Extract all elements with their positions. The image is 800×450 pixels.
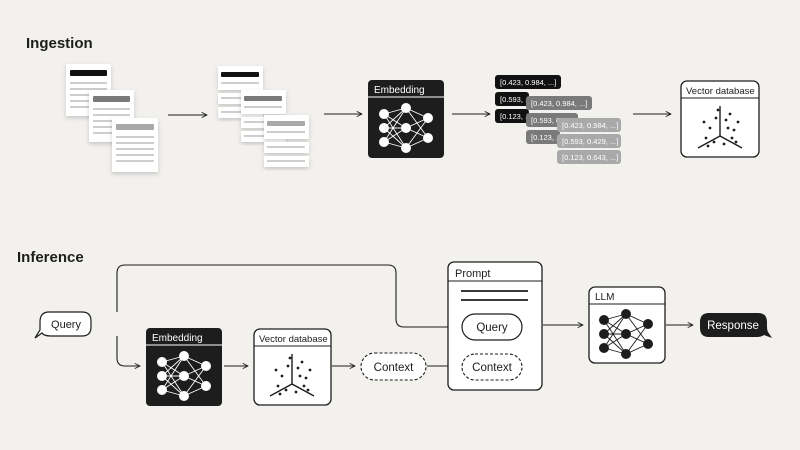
prompt-box: Prompt Query Context bbox=[447, 261, 543, 391]
prompt-query-pill bbox=[461, 313, 523, 341]
vector-3-3: [0.123, 0.643, ...] bbox=[562, 153, 618, 162]
vector-3-2: [0.593, 0.429, ...] bbox=[562, 137, 618, 146]
prompt-query-text: Query bbox=[476, 322, 508, 334]
context-text: Context bbox=[374, 362, 414, 374]
query-bubble: Query bbox=[34, 311, 92, 339]
vector-3-1: [0.423, 0.984, ...] bbox=[562, 121, 618, 130]
prompt-context-text: Context bbox=[472, 362, 512, 374]
vector-1-2: [0.593, ... bbox=[500, 95, 531, 104]
inference-embedding-box: Embedding bbox=[146, 328, 222, 406]
prompt-title: Prompt bbox=[455, 268, 490, 280]
llm-title: LLM bbox=[595, 292, 614, 303]
chunk-group-3 bbox=[264, 115, 309, 167]
vector-1-3: [0.123, ... bbox=[500, 112, 531, 121]
raw-documents bbox=[66, 64, 158, 172]
vector-1-1: [0.423, 0.984, ...] bbox=[500, 78, 556, 87]
inference-vector-database-box: Vector database bbox=[253, 328, 332, 406]
ingestion-vector-db-title: Vector database bbox=[686, 86, 755, 97]
response-text: Response bbox=[707, 320, 759, 332]
query-text: Query bbox=[51, 319, 81, 331]
ingestion-embedding-box: Embedding bbox=[368, 80, 444, 158]
context-pill: Context bbox=[360, 352, 427, 381]
prompt-context-pill bbox=[461, 353, 523, 381]
embedding-vectors: [0.423, 0.984, ...] [0.593, ... [0.123, … bbox=[495, 75, 621, 164]
arrow-query-to-prompt bbox=[116, 264, 456, 327]
response-bubble: Response bbox=[700, 313, 772, 338]
inference-embedding-title: Embedding bbox=[152, 333, 203, 344]
document-3 bbox=[112, 118, 158, 172]
inference-vector-db-title: Vector database bbox=[259, 334, 328, 345]
ingestion-vector-database-box: Vector database bbox=[680, 80, 760, 158]
ingestion-embedding-title: Embedding bbox=[374, 85, 425, 96]
vector-2-1: [0.423, 0.984, ...] bbox=[531, 99, 587, 108]
chunk-group-1 bbox=[218, 66, 263, 118]
arrow-query-to-embedding bbox=[116, 336, 140, 366]
chunked-documents bbox=[218, 66, 309, 167]
llm-box: LLM bbox=[588, 286, 666, 364]
vector-2-3: [0.123, ... bbox=[531, 133, 562, 142]
ingestion-heading: Ingestion bbox=[26, 35, 93, 52]
inference-heading: Inference bbox=[17, 249, 84, 266]
